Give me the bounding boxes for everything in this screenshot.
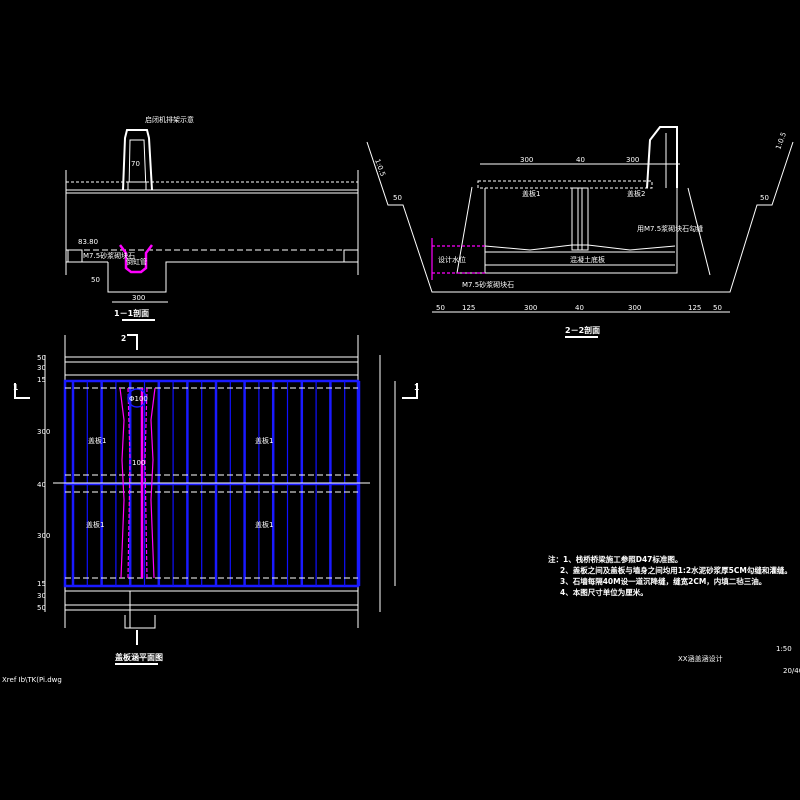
- dim: 15: [37, 580, 46, 588]
- dim: 40: [575, 304, 584, 312]
- floor-label: 混凝土底板: [570, 255, 605, 264]
- dim-bottom: 300: [132, 294, 145, 302]
- bedding-label: M7.5砂浆砌块石: [83, 251, 135, 260]
- plan-view: 2 1 1 Φ100 盖板1 盖板1 盖板1 盖板1 100 50 30 15 …: [13, 334, 419, 665]
- slab-right: 盖板2: [627, 189, 645, 198]
- section-mark-right: 1: [414, 383, 419, 392]
- dim-height: 50: [91, 276, 100, 284]
- gate-tower-2: [646, 126, 678, 189]
- dim: 125: [688, 304, 701, 312]
- dim: 125: [462, 304, 475, 312]
- circle-label: Φ100: [129, 395, 148, 403]
- dim: 300: [524, 304, 537, 312]
- slab-label: 盖板1: [88, 436, 106, 445]
- plan-title: 盖板涵平面图: [115, 652, 163, 662]
- notes: 注：1、栈桥桥梁施工参照D47标准图。 2、盖板之间及盖板与墙身之间均用1:2水…: [548, 554, 792, 597]
- section-2-title: 2－2剖面: [565, 325, 600, 335]
- dim: 50: [37, 354, 46, 362]
- dim-top-left: 300: [520, 156, 533, 164]
- slab-label: 盖板1: [255, 520, 273, 529]
- deck-slab-2: [477, 180, 653, 189]
- dim: 300: [37, 428, 50, 436]
- section-1-1: 启闭机排架示意 70 倒虹管 83.80 M7.5砂浆砌块石 300 50 1－…: [65, 115, 359, 321]
- dim: 15: [37, 376, 46, 384]
- dim: 300: [628, 304, 641, 312]
- left-dimensions: 50 30 15 300 40 300 15 30 50: [37, 354, 50, 612]
- section-1-title: 1－1剖面: [114, 308, 149, 318]
- section-mark-left: 1: [13, 383, 18, 392]
- section-2-2: 300 40 300 1:0.5 1:0.5 50 50 盖板1 盖板2 设计水…: [366, 126, 794, 338]
- pipe-circle: [127, 388, 147, 408]
- dim-top-right: 300: [626, 156, 639, 164]
- note-right: 用M7.5浆砌块石勾缝: [637, 224, 703, 233]
- dim-top-mid: 40: [576, 156, 585, 164]
- level-label: 83.80: [78, 238, 98, 246]
- note-line: 3、石墙每隔40M设一道沉降缝，缝宽2CM，内填二毡三油。: [560, 576, 766, 586]
- section-mark-top: 2: [121, 334, 126, 343]
- deck-slab: [65, 181, 359, 191]
- berm-left: 50: [393, 194, 402, 202]
- slab-left: 盖板1: [522, 189, 540, 198]
- slope-right: 1:0.5: [774, 131, 788, 151]
- sheet-number: 20/40: [783, 667, 800, 675]
- center-dim: 100: [132, 459, 145, 467]
- water-label: 设计水位: [438, 255, 466, 264]
- tower-dim: 70: [131, 160, 140, 168]
- slab-label: 盖板1: [255, 436, 273, 445]
- tower-note: 启闭机排架示意: [145, 115, 194, 124]
- bottom-dimensions: 50 125 300 40 300 125 50: [436, 304, 722, 312]
- dim: 300: [37, 532, 50, 540]
- berm-right: 50: [760, 194, 769, 202]
- note-line: 4、本图尺寸单位为厘米。: [560, 587, 648, 597]
- xref-path: Xref Ib\TK(Pi.dwg: [2, 676, 62, 684]
- dim: 30: [37, 364, 46, 372]
- slab-label: 盖板1: [86, 520, 104, 529]
- dim: 30: [37, 592, 46, 600]
- dim: 40: [37, 481, 46, 489]
- dim: 50: [37, 604, 46, 612]
- note-line: 注：1、栈桥桥梁施工参照D47标准图。: [548, 554, 682, 564]
- scale: 1:50: [776, 645, 792, 653]
- dim: 50: [436, 304, 445, 312]
- note-line: 2、盖板之间及盖板与墙身之间均用1:2水泥砂浆厚5CM勾缝和灌缝。: [560, 565, 792, 575]
- channel-section: [119, 244, 153, 274]
- bedding-label-2: M7.5砂浆砌块石: [462, 280, 514, 289]
- channel-label: 倒虹管: [126, 257, 147, 266]
- channel-plan: [119, 387, 156, 579]
- dim: 50: [713, 304, 722, 312]
- gate-tower: [122, 129, 153, 191]
- drawing-title: XX涵盖涵设计: [678, 654, 723, 663]
